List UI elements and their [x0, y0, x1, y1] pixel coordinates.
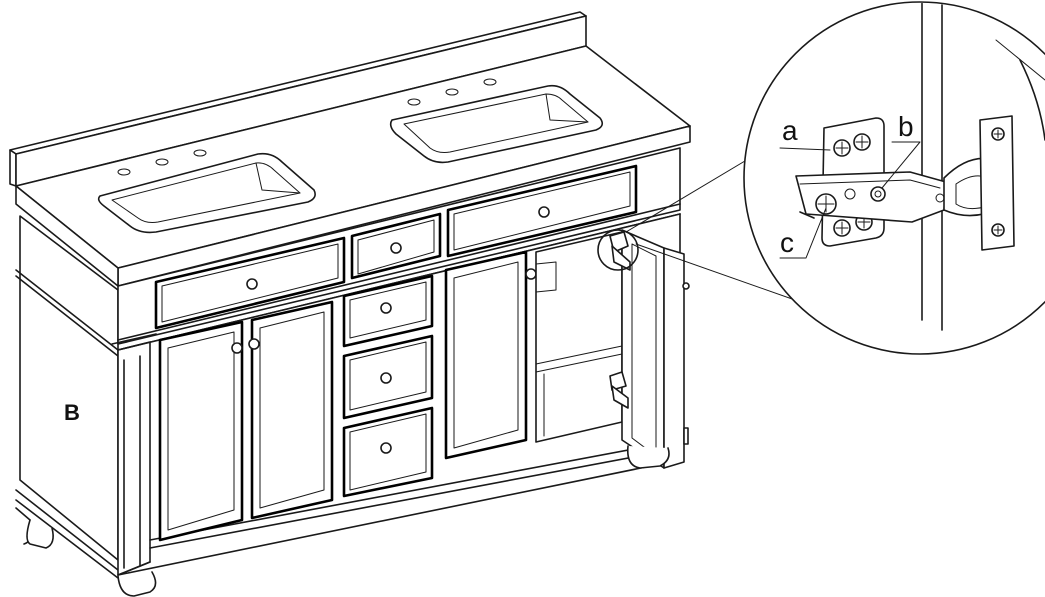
feet [26, 445, 670, 597]
hinge-detail-callout: a b c [743, 1, 1045, 355]
callout-leader-a [779, 147, 831, 151]
top-drawers [154, 164, 638, 330]
sink-left [97, 152, 316, 234]
open-right-door [621, 229, 690, 469]
cabinet-interior [535, 231, 623, 443]
middle-drawers [342, 274, 434, 498]
cabinet-hinges [609, 231, 631, 409]
callout-label-a: a [782, 115, 798, 146]
vanity-cabinet [9, 11, 691, 597]
callout-leader-b [881, 141, 921, 189]
hinge-arm [795, 171, 947, 223]
hinge-cup [935, 115, 1015, 251]
detail-leaders [597, 151, 813, 307]
faucet-holes [117, 78, 497, 176]
right-closed-door [444, 250, 537, 460]
left-doors [158, 300, 334, 542]
callout-label-b: b [898, 111, 914, 142]
sink-right [389, 84, 604, 164]
callout-leader-c [779, 207, 827, 259]
callout-label-c: c [780, 227, 794, 258]
panel-label: B [64, 400, 80, 425]
